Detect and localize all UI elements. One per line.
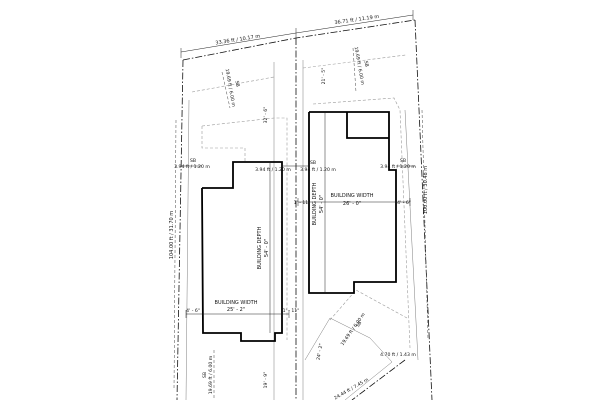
right-front-setback	[302, 54, 407, 69]
lot-boundary-right	[414, 19, 433, 400]
right-small-dim-b: 1' - 11"	[294, 200, 311, 206]
left-building-depth-value: 54' - 0"	[264, 239, 270, 257]
right-front-sb-leader	[352, 47, 357, 93]
left-lot-depth-label: 104.00 ft / 31.70 m	[169, 211, 175, 259]
right-lot-depth-line	[421, 109, 429, 341]
bottom-left-sb-value: 19.69 ft / 6.00 m	[208, 355, 214, 394]
right-building-depth-value: 54' - 0"	[319, 195, 325, 213]
mid-right-sb-value: 3.94 ft / 1.20 m	[300, 167, 336, 173]
right-small-dim-a: 21' - 5"	[321, 68, 327, 85]
right-side-sb-title: SB	[400, 158, 406, 164]
left-small-dim-c: 32' - 6"	[263, 107, 269, 124]
left-side-sb-title: SB	[190, 158, 196, 164]
left-envelope-left	[201, 126, 246, 162]
right-building-footprint	[308, 111, 397, 294]
bottom-right-sb-title: SB	[355, 320, 363, 328]
right-side-sb-value: 3.94 ft / 1.20 m	[380, 164, 416, 170]
rear-setback-right	[304, 317, 393, 400]
right-lot-depth-label: 100.00 ft / 30.48 m	[423, 166, 429, 214]
bottom-right-corner-value: 4.70 ft / 1.43 m	[380, 352, 416, 358]
left-building-depth-title: BUILDING DEPTH	[257, 226, 263, 269]
right-building-width-title: BUILDING WIDTH	[331, 193, 374, 199]
right-building-garage	[346, 112, 389, 139]
left-front-setback	[191, 76, 275, 93]
bottom-right-edge-value: 24.44 ft / 7.45 m	[333, 377, 370, 400]
rear-setback-right-dashed	[329, 289, 408, 321]
right-frontage-label: 36.71 ft / 11.19 m	[334, 14, 380, 26]
left-frontage-label: 33.36 ft / 10.17 m	[215, 33, 261, 46]
left-building-width-title: BUILDING WIDTH	[215, 300, 258, 306]
left-building-width-value: 25' - 2"	[227, 307, 245, 313]
right-small-dim-c: 4' - 6"	[397, 200, 411, 206]
bottom-right-sb-value: 19.69 ft / 6.00 m	[340, 311, 367, 346]
lot-boundary-left	[176, 59, 184, 400]
right-building-envelope	[312, 97, 411, 349]
left-front-sb-title: SB	[234, 80, 241, 87]
right-building-depth-title: BUILDING DEPTH	[312, 182, 318, 225]
right-front-sb-title: SB	[363, 60, 370, 67]
left-small-dim-a: 4' - 6"	[186, 308, 200, 314]
left-building-envelope	[201, 117, 288, 340]
left-building-footprint	[201, 161, 283, 342]
left-lot-side-setback	[185, 99, 190, 400]
left-side-sb-value: 3.94 ft / 1.20 m	[174, 164, 210, 170]
right-small-dim-d: 24' - 2"	[316, 343, 325, 361]
left-lot-depth-line	[173, 119, 177, 391]
right-building-width-value: 26' - 0"	[343, 201, 361, 207]
left-small-dim-d: 19' - 9"	[263, 372, 269, 389]
left-small-dim-b: 1' - 11"	[283, 308, 300, 314]
right-lot-side-setback	[404, 109, 419, 361]
mid-sb-title: SB	[310, 160, 316, 166]
mid-left-sb-value: 3.94 ft / 1.20 m	[255, 167, 291, 173]
left-front-sb-leader	[221, 71, 231, 109]
lot-boundary-bottom-right	[351, 359, 406, 400]
bottom-left-sb-title: SB	[202, 372, 208, 378]
